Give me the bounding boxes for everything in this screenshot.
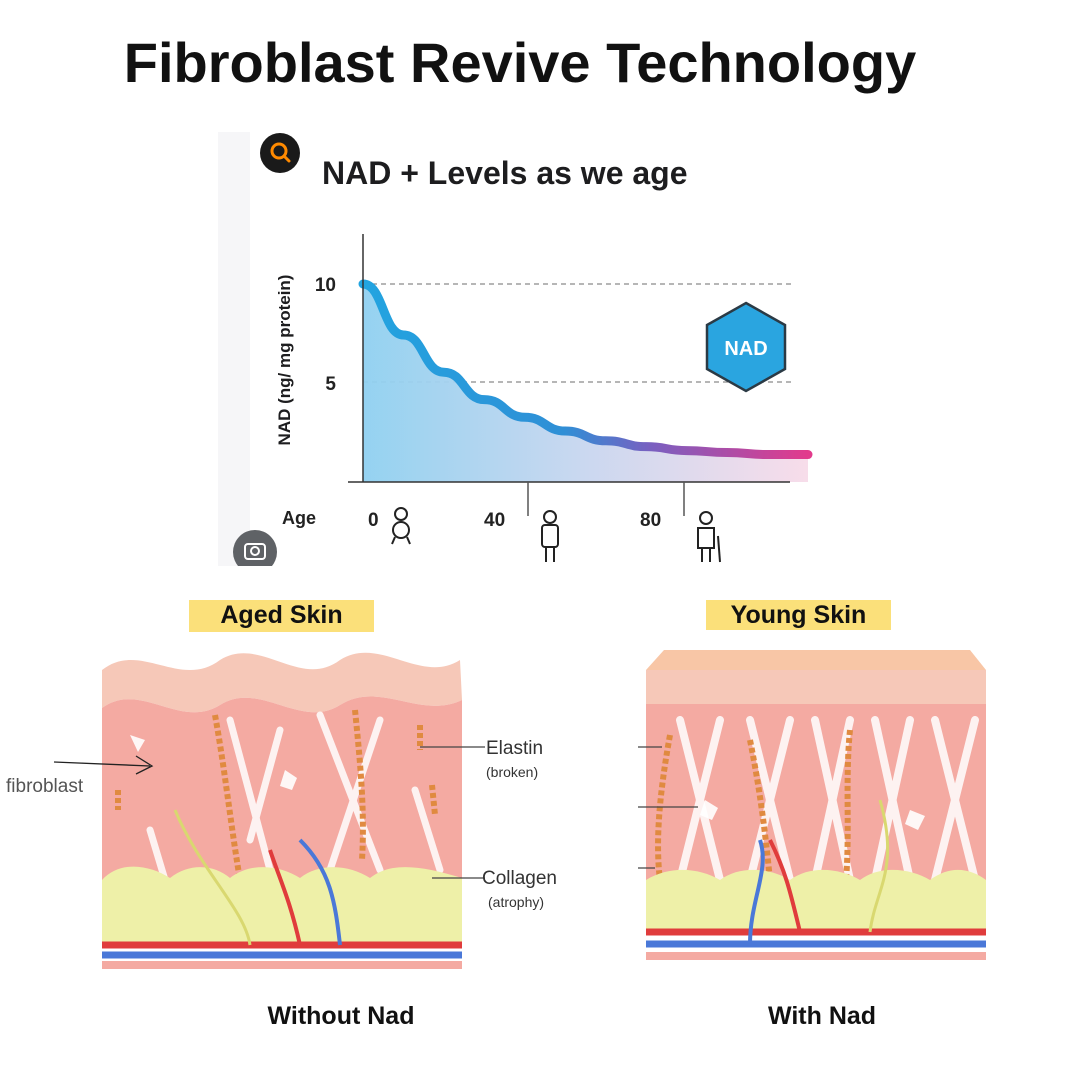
x-axis-label: Age xyxy=(282,508,316,528)
capillary-blue xyxy=(748,839,765,945)
collagen-fibers xyxy=(146,711,444,884)
y-tick-label: 10 xyxy=(315,275,336,296)
nad-badge-label: NAD xyxy=(724,338,767,360)
without-nad-label: Without Nad xyxy=(267,1002,415,1030)
elderly-icon xyxy=(697,511,721,563)
y-tick-labels: 10 5 xyxy=(315,275,337,395)
epidermis xyxy=(102,652,462,713)
nerve xyxy=(868,799,890,933)
with-nad-label: With Nad xyxy=(767,1002,877,1030)
x-tick-label: 80 xyxy=(640,510,661,531)
elastin-label: Elastin xyxy=(486,738,544,759)
collagen-label: Collagen xyxy=(482,868,557,889)
series-line xyxy=(358,279,813,460)
fibroblast-arrow xyxy=(53,761,151,767)
collagen-fibers xyxy=(676,716,979,884)
skin-surface xyxy=(646,650,986,670)
adult-icon xyxy=(541,510,559,562)
page-title: Fibroblast Revive Technology xyxy=(123,31,917,94)
arrow-head-icon xyxy=(135,755,154,775)
lens-icon[interactable] xyxy=(233,530,277,566)
fat-layer xyxy=(102,866,462,945)
aged-skin-illustration xyxy=(53,652,485,969)
capillary-blue xyxy=(298,838,342,946)
nad-chart: NAD + Levels as we age NAD (ng/ mg prote… xyxy=(233,133,813,566)
y-axis-label: NAD (ng/ mg protein) xyxy=(275,275,294,446)
area-fill xyxy=(363,284,808,482)
young-skin-tag: Young Skin xyxy=(706,600,891,630)
capillary-red xyxy=(268,849,302,946)
fibroblast-cells xyxy=(700,800,925,830)
nerve xyxy=(173,809,252,946)
aged-skin-tag: Aged Skin xyxy=(189,600,374,632)
fat-layer xyxy=(646,869,986,930)
elastin-fibers xyxy=(115,709,438,881)
elastin-fibers xyxy=(655,729,853,881)
nad-chart-panel: NAD + Levels as we age NAD (ng/ mg prote… xyxy=(218,132,862,566)
fibroblast-cells xyxy=(130,735,297,790)
chart-title: NAD + Levels as we age xyxy=(322,155,688,191)
nad-badge: NAD xyxy=(705,301,787,393)
collagen-note: (atrophy) xyxy=(488,894,545,910)
baby-icon xyxy=(391,507,411,545)
elastin-note: (broken) xyxy=(486,764,539,780)
young-skin-illustration xyxy=(638,650,986,960)
capillary-red xyxy=(768,839,802,933)
epidermis xyxy=(646,670,986,704)
fibroblast-label: fibroblast xyxy=(6,776,84,797)
y-tick-label: 5 xyxy=(325,374,336,395)
x-tick-label: 0 xyxy=(368,510,379,531)
search-icon[interactable] xyxy=(260,133,300,173)
x-tick-label: 40 xyxy=(484,510,505,531)
